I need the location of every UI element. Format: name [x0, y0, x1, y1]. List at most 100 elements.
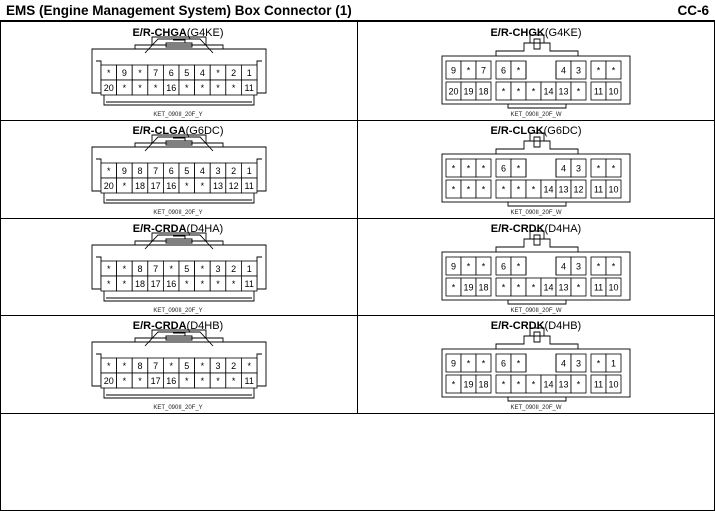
- pin-label: *: [107, 361, 111, 371]
- row-divider: [0, 120, 715, 121]
- pin-label: 6: [169, 166, 174, 176]
- pin-label: 11: [245, 181, 254, 191]
- connector-outline: [495, 42, 579, 56]
- connector-name: E/R-CHGK(G4KE): [490, 27, 582, 39]
- pin-label: 10: [608, 282, 618, 292]
- pin-label: 2: [231, 361, 236, 371]
- pin-label: *: [517, 65, 521, 75]
- pin-cell: [570, 256, 587, 276]
- pin-label: 13: [213, 181, 223, 191]
- pin-cell: [570, 277, 587, 297]
- pin-cell: [605, 179, 622, 199]
- pin-label: *: [107, 68, 111, 78]
- pin-cell: [570, 353, 587, 373]
- pin-label: 16: [166, 376, 176, 386]
- pin-label: *: [169, 361, 173, 371]
- pin-label: 13: [558, 379, 568, 389]
- pin-label: 11: [594, 282, 603, 292]
- pin-label: 14: [543, 86, 553, 96]
- pin-label: *: [502, 184, 506, 194]
- pin-label: *: [185, 181, 189, 191]
- connector-outline: [151, 134, 207, 143]
- connector-outline: [256, 353, 262, 383]
- pin-label: 1: [247, 264, 252, 274]
- pin-cell: [240, 275, 258, 292]
- page-header: EMS (Engine Management System) Box Conne…: [0, 0, 715, 22]
- row-divider: [0, 218, 715, 219]
- connector-outline: [173, 332, 186, 336]
- connector-outline: [134, 240, 224, 245]
- pin-label: *: [216, 68, 220, 78]
- pin-label: 2: [231, 68, 236, 78]
- connector-outline: [507, 202, 567, 207]
- connector-outline: [256, 60, 262, 90]
- pin-label: *: [232, 376, 236, 386]
- connector-outline: [144, 331, 214, 347]
- pin-label: 2: [231, 166, 236, 176]
- pin-label: 1: [247, 166, 252, 176]
- pin-cell: [570, 374, 587, 394]
- pin-label: 3: [215, 166, 220, 176]
- pin-label: *: [467, 358, 471, 368]
- connector-part-code: KET_090II_20F_W: [510, 112, 562, 118]
- pin-label: *: [452, 184, 456, 194]
- pin-label: *: [612, 163, 616, 173]
- connector-part-code: KET_090II_20F_W: [510, 210, 562, 216]
- pin-label: 13: [558, 184, 568, 194]
- pin-label: 11: [594, 184, 603, 194]
- pin-label: 10: [608, 184, 618, 194]
- pin-label: *: [201, 83, 205, 93]
- pin-cell: [605, 81, 622, 101]
- pin-label: *: [517, 358, 521, 368]
- pin-label: 6: [501, 358, 506, 368]
- connector-outline: [529, 34, 545, 43]
- pin-label: 3: [576, 163, 581, 173]
- pin-label: 5: [184, 361, 189, 371]
- connector-name: E/R-CLGA(G6DC): [132, 125, 224, 137]
- page-title: EMS (Engine Management System) Box Conne…: [6, 3, 352, 18]
- pin-cell: [240, 177, 258, 194]
- pin-cell: [240, 79, 258, 96]
- pin-label: 9: [122, 68, 127, 78]
- connector-outline: [529, 230, 545, 239]
- pin-label: 8: [137, 264, 142, 274]
- pin-label: *: [123, 361, 127, 371]
- pin-label: 17: [151, 376, 161, 386]
- connector-outline: [525, 354, 557, 372]
- pin-cell: [475, 277, 492, 297]
- pin-cell: [475, 158, 492, 178]
- pin-label: 4: [561, 65, 566, 75]
- pin-label: 8: [137, 361, 142, 371]
- pin-label: *: [482, 261, 486, 271]
- pin-label: 18: [135, 279, 145, 289]
- pin-label: *: [185, 376, 189, 386]
- connector-outline: [151, 232, 207, 241]
- pin-label: *: [232, 279, 236, 289]
- pin-cell: [475, 353, 492, 373]
- pin-label: *: [216, 376, 220, 386]
- pin-label: 4: [200, 166, 205, 176]
- pin-label: 4: [561, 358, 566, 368]
- connector-outline: [173, 235, 186, 239]
- row-divider: [0, 413, 715, 414]
- connector-outline: [495, 335, 579, 349]
- pin-label: *: [138, 376, 142, 386]
- connector-outline: [91, 341, 267, 399]
- connector-outline: [91, 48, 267, 106]
- pin-label: *: [467, 184, 471, 194]
- pin-label: *: [232, 83, 236, 93]
- connector-outline: [507, 397, 567, 402]
- pin-label: *: [123, 264, 127, 274]
- pin-label: 19: [463, 379, 473, 389]
- pin-cell: [475, 179, 492, 199]
- pin-label: 12: [573, 184, 583, 194]
- connector-outline: [144, 136, 214, 152]
- pin-label: 5: [184, 68, 189, 78]
- connector-outline: [173, 137, 186, 141]
- pin-label: 3: [576, 65, 581, 75]
- pin-label: 10: [608, 86, 618, 96]
- connector-outline: [495, 140, 579, 154]
